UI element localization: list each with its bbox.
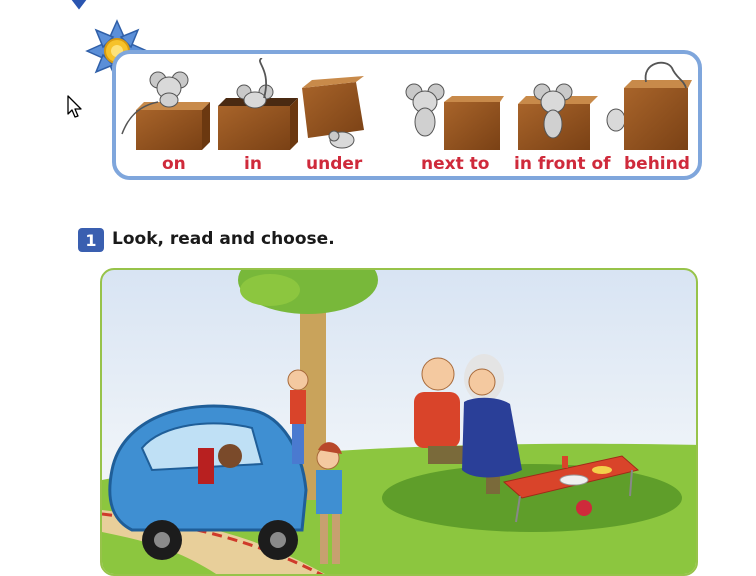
preposition-label-on: on: [162, 154, 186, 174]
prepositions-panel: [112, 50, 702, 180]
prepositions-illustrations: [121, 58, 692, 150]
box-in-illustration: [218, 58, 298, 150]
preposition-label-under: under: [306, 154, 363, 174]
preposition-label-next-to: next to: [421, 154, 490, 174]
elderly-couple: [414, 354, 522, 494]
exercise-number-badge: 1: [78, 228, 104, 252]
preposition-label-behind: behind: [624, 154, 690, 174]
preposition-label-in-front-of: in front of: [514, 154, 611, 174]
box-on-illustration: [121, 71, 210, 150]
blue-car: [108, 404, 308, 560]
box-in-front-of-illustration: [518, 83, 598, 150]
exercise-instruction: Look, read and choose.: [112, 229, 335, 249]
mouse-cursor-icon: [67, 95, 82, 118]
girl-near-car: [316, 442, 342, 564]
corner-badge-decoration: [67, 0, 91, 15]
box-next-to-illustration: [405, 83, 504, 150]
park-scene-image: [102, 270, 696, 574]
boy-behind-tree: [287, 369, 309, 464]
box-under-illustration: [302, 76, 364, 149]
box-behind-illustration: [606, 61, 692, 150]
picnic-table: [502, 455, 640, 523]
scene-illustration: [100, 268, 698, 576]
preposition-label-in: in: [244, 154, 262, 174]
